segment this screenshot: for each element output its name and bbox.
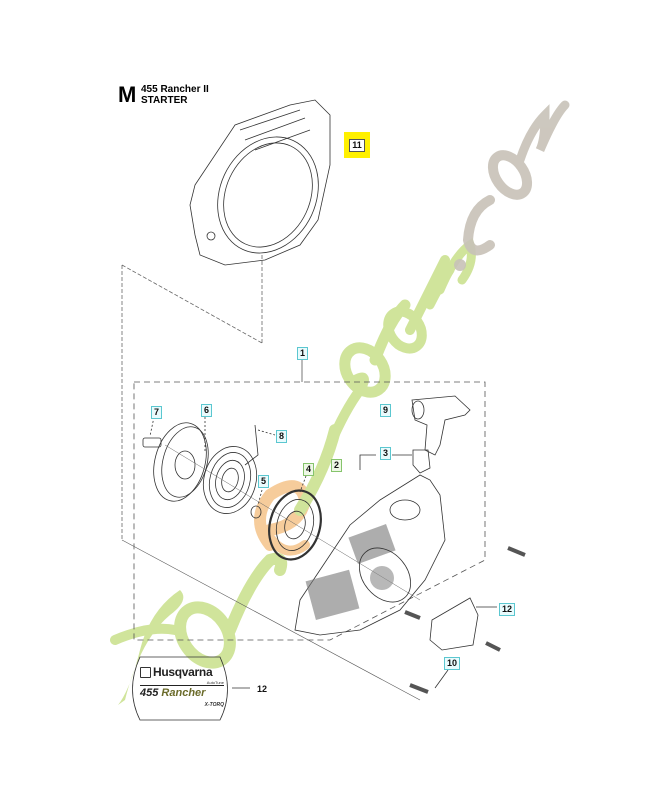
decal-sub-brand: AutoTune [140, 680, 224, 686]
callout-12-cover[interactable]: 12 [499, 603, 516, 616]
callout-9[interactable]: 9 [380, 404, 392, 417]
handle-part-9 [411, 395, 471, 456]
callout-3[interactable]: 3 [380, 447, 392, 460]
callout-10[interactable]: 10 [444, 657, 461, 670]
decal-model-name: Rancher [161, 687, 206, 699]
callout-7[interactable]: 7 [151, 406, 163, 419]
model-name: 455 Rancher II [141, 84, 209, 95]
decal-outline [132, 656, 250, 721]
decal-brand: Husqvarna [153, 665, 213, 679]
callout-11[interactable]: 11 [344, 132, 370, 158]
husqvarna-logo-icon [140, 666, 151, 678]
watermark-tld [454, 100, 570, 271]
decal-model-number: 455 [140, 687, 159, 699]
callout-5[interactable]: 5 [258, 475, 270, 488]
screws [404, 546, 526, 694]
spring-cassette-part-4 [268, 475, 322, 561]
decal-footer: X-TORQ [204, 702, 224, 708]
spring-part-8 [202, 424, 276, 514]
housing-part-11 [189, 99, 331, 266]
section-letter: M [118, 82, 137, 107]
callout-4[interactable]: 4 [303, 463, 315, 476]
callout-6[interactable]: 6 [201, 404, 213, 417]
assembly-boundary [133, 381, 486, 641]
callout-12-decal[interactable]: 12 [257, 684, 268, 694]
callout-1[interactable]: 1 [297, 347, 309, 360]
callout-8[interactable]: 8 [276, 430, 288, 443]
projection-line [121, 255, 263, 540]
section-title: STARTER [141, 95, 188, 106]
starter-housing-part-2 [294, 474, 446, 636]
pulley-part-6 [153, 417, 209, 502]
callout-2[interactable]: 2 [331, 459, 343, 472]
decal: Husqvarna AutoTune 455 Rancher X-TORQ [140, 665, 224, 708]
screw-part-7 [142, 416, 162, 448]
air-intake-cover-part-12 [429, 597, 497, 651]
